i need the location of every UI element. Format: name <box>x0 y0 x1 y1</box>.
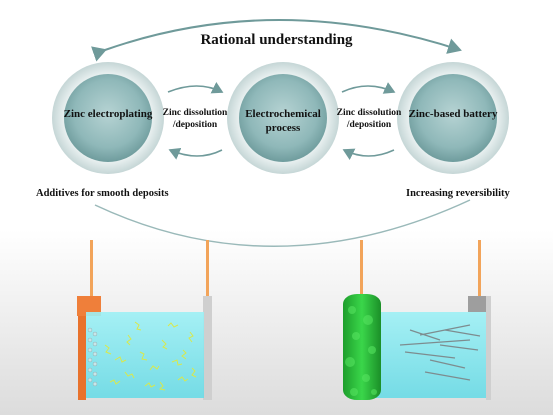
bottom-arc <box>94 199 471 248</box>
electrolyte-left <box>86 312 204 398</box>
arrow-label-right: Zinc dissolution /deposition <box>336 108 402 130</box>
circle-electrochemical-process <box>227 62 339 174</box>
arrow-right-bottom <box>342 148 395 161</box>
anode-wire <box>90 240 93 298</box>
zinc-texture <box>345 306 377 396</box>
arrow-label-left: Zinc dissolution /deposition <box>162 108 228 130</box>
zinc-anode-wire <box>360 240 363 298</box>
circle-label-electrochemical-process: Electrochemical process <box>245 108 321 134</box>
grey-electrode-right-cell <box>486 296 491 400</box>
cathode-wire <box>206 240 209 298</box>
electroplating-cell <box>77 240 212 400</box>
arrow-left-bottom <box>168 147 223 160</box>
top-double-arrow <box>91 19 462 62</box>
dendrite-needles <box>399 324 481 381</box>
arrow-left-top <box>167 81 224 94</box>
right-caption: Increasing reversibility <box>406 188 510 199</box>
grey-electrode-left-cell <box>203 296 212 400</box>
circle-zinc-based-battery <box>397 62 509 174</box>
grey-electrode-top <box>468 296 486 312</box>
battery-cathode-wire <box>478 240 481 298</box>
arrow-right-top <box>341 82 396 94</box>
zinc-ion-deposits <box>104 321 197 391</box>
orange-electrode <box>78 316 86 400</box>
battery-cell <box>343 240 491 400</box>
diagram-title: Rational understanding <box>200 32 353 48</box>
left-caption: Additives for smooth deposits <box>36 188 169 199</box>
circle-label-zinc-based-battery: Zinc-based battery <box>408 108 498 120</box>
additive-molecules <box>87 327 98 387</box>
circle-zinc-electroplating <box>52 62 164 174</box>
circle-label-zinc-electroplating: Zinc electroplating <box>63 108 153 120</box>
orange-electrode-top <box>77 296 101 316</box>
